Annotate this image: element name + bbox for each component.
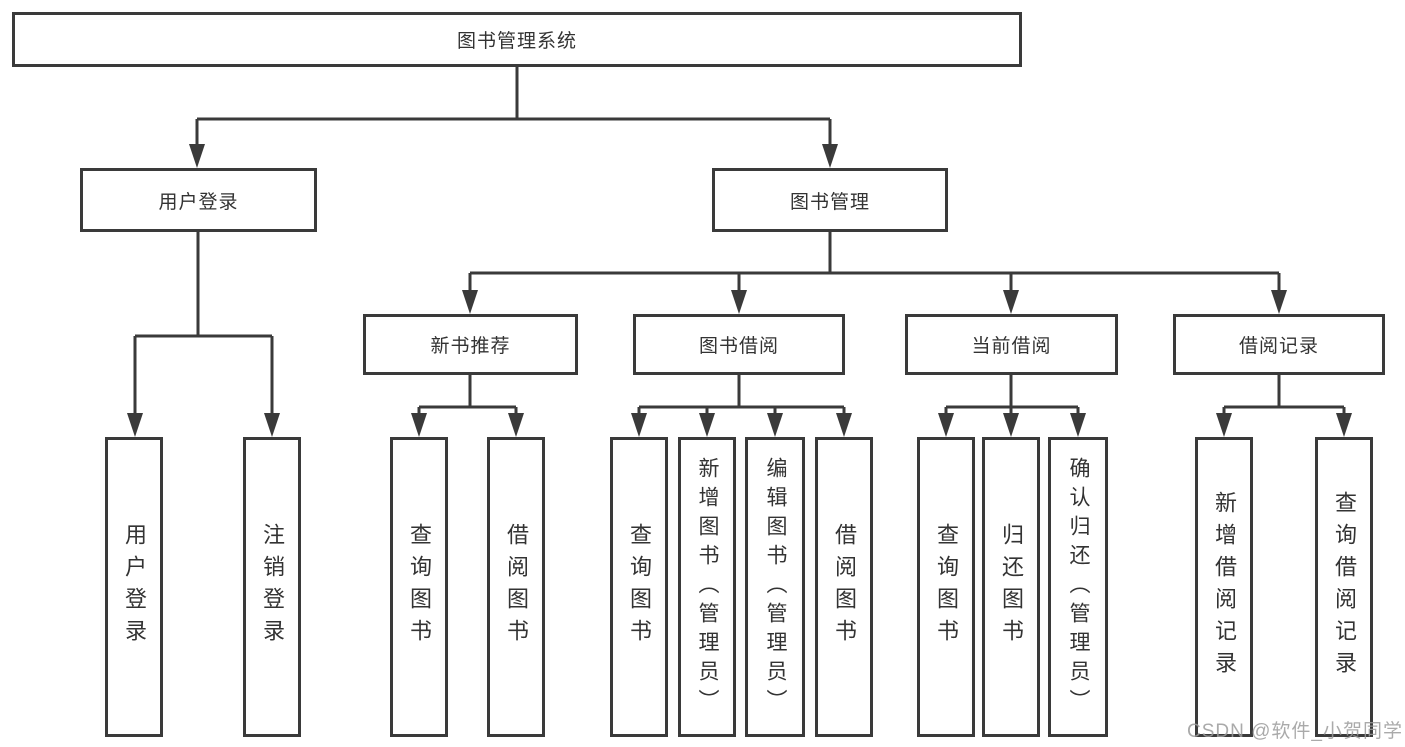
connector-new-book-recommend-to-leaves [411, 375, 524, 437]
node-label: 新书推荐 [430, 336, 511, 357]
arrowhead-icon [836, 413, 852, 437]
arrowhead-icon [411, 413, 427, 437]
arrowhead-icon [1271, 290, 1287, 314]
node-leaf-bb-query-books: 查询图书 [610, 437, 668, 737]
node-leaf-user-login: 用户登录 [105, 437, 163, 737]
node-leaf-logout: 注销登录 [243, 437, 301, 737]
arrowhead-icon [767, 413, 783, 437]
node-leaf-bb-add-books-admin: 新增图书（管理员） [678, 437, 736, 737]
arrowhead-icon [1003, 413, 1019, 437]
node-borrow-records: 借阅记录 [1173, 314, 1385, 375]
node-label: 注销登录 [260, 523, 285, 651]
node-label: 用户登录 [158, 191, 239, 213]
node-leaf-br-add-record: 新增借阅记录 [1195, 437, 1253, 737]
node-leaf-bb-borrow-books: 借阅图书 [815, 437, 873, 737]
arrowhead-icon [508, 413, 524, 437]
node-book-borrow: 图书借阅 [633, 314, 845, 375]
node-label: 借阅记录 [1238, 336, 1319, 357]
node-label: 查询图书 [627, 523, 652, 651]
node-leaf-nbr-query-books: 查询图书 [390, 437, 448, 737]
node-leaf-cb-confirm-return-admin: 确认归还（管理员） [1048, 437, 1108, 737]
arrowhead-icon [699, 413, 715, 437]
node-label: 图书管理 [789, 191, 870, 213]
node-current-borrow: 当前借阅 [905, 314, 1118, 375]
node-leaf-cb-return-books: 归还图书 [982, 437, 1040, 737]
node-book-management: 图书管理 [712, 168, 948, 232]
node-label: 借阅图书 [504, 523, 529, 651]
node-leaf-cb-query-books: 查询图书 [917, 437, 975, 737]
connector-root-to-level2 [189, 67, 838, 168]
arrowhead-icon [1070, 413, 1086, 437]
node-label: 当前借阅 [971, 336, 1052, 357]
connector-user-login-to-leaves [127, 232, 280, 437]
node-user-login: 用户登录 [80, 168, 317, 232]
arrowhead-icon [631, 413, 647, 437]
arrowhead-icon [189, 144, 205, 168]
node-label: 查询图书 [934, 523, 959, 651]
node-label: 查询借阅记录 [1332, 491, 1357, 683]
node-root-book-management-system: 图书管理系统 [12, 12, 1022, 67]
node-label: 确认归还（管理员） [1067, 456, 1090, 718]
node-label: 图书管理系统 [456, 31, 577, 52]
node-leaf-br-query-record: 查询借阅记录 [1315, 437, 1373, 737]
node-label: 图书借阅 [698, 336, 779, 357]
node-label: 查询图书 [407, 523, 432, 651]
connector-book-mgmt-to-level3 [462, 232, 1287, 314]
arrowhead-icon [822, 144, 838, 168]
arrowhead-icon [264, 413, 280, 437]
arrowhead-icon [731, 290, 747, 314]
arrowhead-icon [127, 413, 143, 437]
arrowhead-icon [938, 413, 954, 437]
node-label: 编辑图书（管理员） [764, 456, 787, 718]
arrowhead-icon [1336, 413, 1352, 437]
connector-book-borrow-to-leaves [631, 375, 852, 437]
connector-current-borrow-to-leaves [938, 375, 1086, 437]
arrowhead-icon [1216, 413, 1232, 437]
node-label: 新增借阅记录 [1212, 491, 1237, 683]
node-label: 用户登录 [122, 523, 147, 651]
node-label: 归还图书 [999, 523, 1024, 651]
arrowhead-icon [462, 290, 478, 314]
node-new-book-recommend: 新书推荐 [363, 314, 578, 375]
node-label: 新增图书（管理员） [696, 456, 719, 718]
connector-borrow-records-to-leaves [1216, 375, 1352, 437]
csdn-watermark: CSDN @软件_小贺同学 [1187, 721, 1403, 742]
node-leaf-nbr-borrow-books: 借阅图书 [487, 437, 545, 737]
node-label: 借阅图书 [832, 523, 857, 651]
node-leaf-bb-edit-books-admin: 编辑图书（管理员） [745, 437, 805, 737]
arrowhead-icon [1003, 290, 1019, 314]
